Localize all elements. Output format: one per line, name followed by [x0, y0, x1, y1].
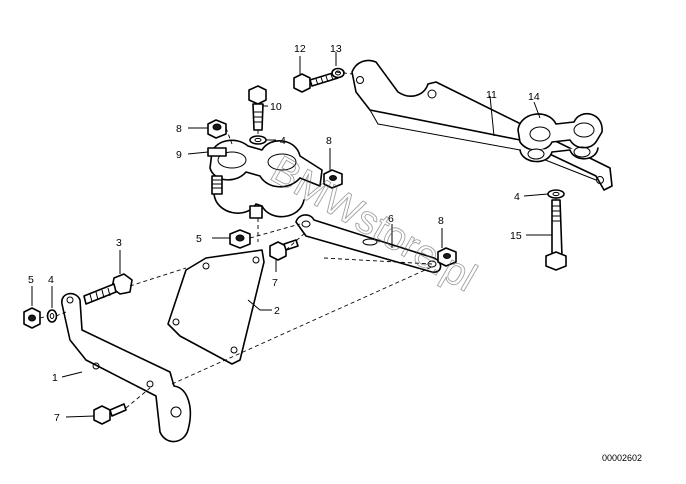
callout-1: 1: [52, 372, 58, 384]
hex-bolt-12: [293, 71, 339, 93]
hex-bolt-7-lower: [93, 403, 127, 425]
callout-10: 10: [270, 101, 282, 113]
callout-8-upper: 8: [176, 123, 182, 135]
callout-11: 11: [486, 89, 497, 101]
support-strap-6: [295, 214, 442, 273]
callout-leaders: [31, 52, 552, 418]
document-number: 00002602: [602, 453, 642, 463]
hex-bolt-15: [545, 199, 567, 271]
callout-8-middle: 8: [326, 135, 332, 147]
callout-14: 14: [528, 91, 540, 103]
callout-8-right: 8: [438, 215, 444, 227]
hex-nut-8-upper: [207, 119, 227, 139]
long-mounting-bracket: [351, 59, 613, 191]
hex-bolt-10: [248, 85, 267, 131]
pipe-clamp-9: [207, 139, 323, 219]
callout-5-left: 5: [28, 274, 34, 286]
callout-12: 12: [294, 43, 306, 55]
callout-labels: 1 2 3 4 4 4 5 5 6 7 7 8 8 8 9 10 11 12 1…: [28, 43, 540, 424]
washer-4-upper: [249, 135, 267, 145]
bracket-clamp-14: [517, 112, 603, 163]
hex-bolt-3: [83, 273, 133, 305]
callout-5-middle: 5: [196, 233, 202, 245]
washer-4-right: [547, 189, 565, 199]
callout-4-right: 4: [514, 191, 520, 203]
callout-9: 9: [176, 149, 182, 161]
hex-nut-5-left: [23, 307, 41, 329]
callout-6: 6: [388, 213, 394, 225]
hex-nut-5-middle: [229, 229, 251, 249]
assembly-dashed-lines: [39, 71, 557, 409]
hex-nut-8-lower: [437, 247, 457, 267]
main-bracket-1: [61, 292, 192, 443]
callout-4-upper: 4: [280, 135, 286, 147]
callout-2: 2: [274, 305, 280, 317]
hex-nut-8-middle: [323, 169, 343, 189]
callout-7-lower: 7: [54, 412, 60, 424]
callout-15: 15: [510, 230, 522, 242]
callout-13: 13: [330, 43, 342, 55]
callout-3: 3: [116, 237, 122, 249]
washer-13: [331, 67, 345, 79]
callout-4-left: 4: [48, 274, 54, 286]
callout-7-middle: 7: [272, 277, 278, 289]
bracket-plate-2: [167, 249, 265, 365]
washer-4-left: [46, 309, 58, 323]
